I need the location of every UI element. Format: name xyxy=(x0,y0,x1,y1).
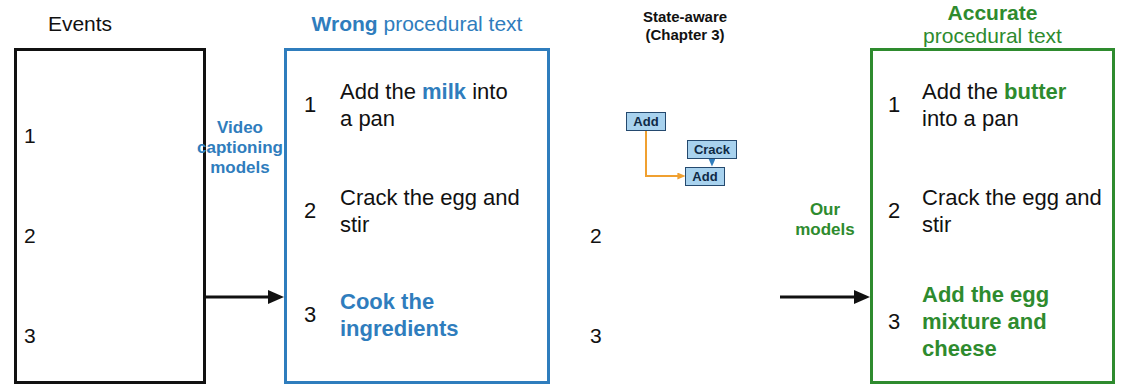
action-label: Add xyxy=(692,169,717,184)
action-box: Crack xyxy=(687,140,737,159)
connector-arrow xyxy=(646,131,681,177)
callout-title: State-aware (Chapter 3) xyxy=(620,8,750,44)
step-number: 3 xyxy=(304,301,330,328)
connector-arrow xyxy=(711,159,713,163)
step-text: Add the egg mixture and cheese xyxy=(922,281,1102,362)
emphasis: Accurate xyxy=(948,1,1038,24)
step-number: 2 xyxy=(888,197,914,224)
action-label: Crack xyxy=(694,142,730,157)
event-thumbnail xyxy=(64,179,170,277)
event-thumbnail xyxy=(632,79,738,177)
divider xyxy=(565,0,567,392)
ingredient-arrow xyxy=(799,77,801,160)
step-number: 3 xyxy=(24,324,50,348)
step-text: Crack the egg and stir xyxy=(340,184,520,238)
event-thumbnail xyxy=(632,196,720,276)
event-frames-box: 23 xyxy=(578,48,780,384)
action-box: Add xyxy=(626,112,665,131)
butter-icon xyxy=(628,52,664,64)
event-thumbnail xyxy=(584,92,612,117)
callout: State-aware (Chapter 3)AddCrackAdd xyxy=(578,2,820,196)
robot-icon xyxy=(222,186,252,241)
event-thumbnail xyxy=(584,125,612,150)
emphasis: Wrong xyxy=(312,12,378,35)
connector-arrow xyxy=(206,296,274,299)
step-number: 3 xyxy=(590,324,616,348)
panel-heading: Wrong procedural text xyxy=(284,12,550,36)
output-text-box: Accurate procedural text1Add the butter … xyxy=(870,48,1115,384)
event-thumbnail xyxy=(632,179,738,277)
event-thumbnail xyxy=(64,196,152,276)
action-label: Add xyxy=(633,114,658,129)
event-thumbnail xyxy=(64,296,152,376)
ingredient-arrow xyxy=(711,84,713,137)
step-number: 1 xyxy=(888,91,914,118)
state-region xyxy=(616,88,808,192)
butter-icon xyxy=(628,58,644,80)
event-thumbnail xyxy=(632,296,720,376)
state-region xyxy=(620,162,804,189)
event-thumbnail xyxy=(639,279,738,370)
event-thumbnail xyxy=(632,279,738,377)
egg-icon xyxy=(697,47,727,81)
connector-arrow xyxy=(780,296,860,299)
step-number: 1 xyxy=(304,91,330,118)
panel-heading: Events xyxy=(30,12,130,36)
step-number: 2 xyxy=(590,224,616,248)
step-number: 1 xyxy=(24,124,50,148)
step-number: 2 xyxy=(24,224,50,248)
event-thumbnail xyxy=(71,279,170,370)
cheese-icon xyxy=(784,44,816,74)
event-thumbnail xyxy=(64,96,152,176)
panel-heading: Accurate procedural text xyxy=(905,1,1080,47)
action-box: Add xyxy=(685,167,724,186)
event-thumbnail xyxy=(71,79,170,170)
event-frames-box: Events123 xyxy=(14,48,206,384)
robot-icon xyxy=(808,242,835,291)
ingredient-arrow xyxy=(645,83,647,109)
emphasis: butter xyxy=(1004,79,1066,104)
callout-bubble xyxy=(580,3,818,212)
cheese-icon xyxy=(784,44,816,58)
step-number: 2 xyxy=(304,197,330,224)
egg-icon xyxy=(704,59,720,75)
event-thumbnail xyxy=(71,179,170,270)
step-text: Add the butter into a pan xyxy=(922,78,1102,132)
cheese-icon xyxy=(784,52,788,74)
event-frames-outline xyxy=(580,50,779,383)
event-thumbnail xyxy=(639,179,738,270)
model-label: Our models xyxy=(782,200,868,240)
event-thumbnail xyxy=(632,96,720,176)
output-text-box: Wrong procedural text1Add the milk into … xyxy=(284,48,550,384)
cheese-icon xyxy=(796,62,801,67)
step-text: Add the milk into a pan xyxy=(340,78,520,132)
model-label: Video captioning models xyxy=(192,118,288,178)
cheese-icon xyxy=(806,57,810,61)
step-text: Cook the ingredients xyxy=(340,288,520,342)
step-text: Crack the egg and stir xyxy=(922,184,1102,238)
step-number: 3 xyxy=(888,308,914,335)
butter-icon xyxy=(628,52,664,80)
emphasis: milk xyxy=(422,79,466,104)
event-thumbnail xyxy=(64,79,170,177)
cheese-icon xyxy=(788,50,816,74)
egg-icon xyxy=(697,47,727,81)
event-thumbnail xyxy=(584,158,612,183)
butter-icon xyxy=(644,58,664,80)
event-thumbnail xyxy=(64,279,170,377)
